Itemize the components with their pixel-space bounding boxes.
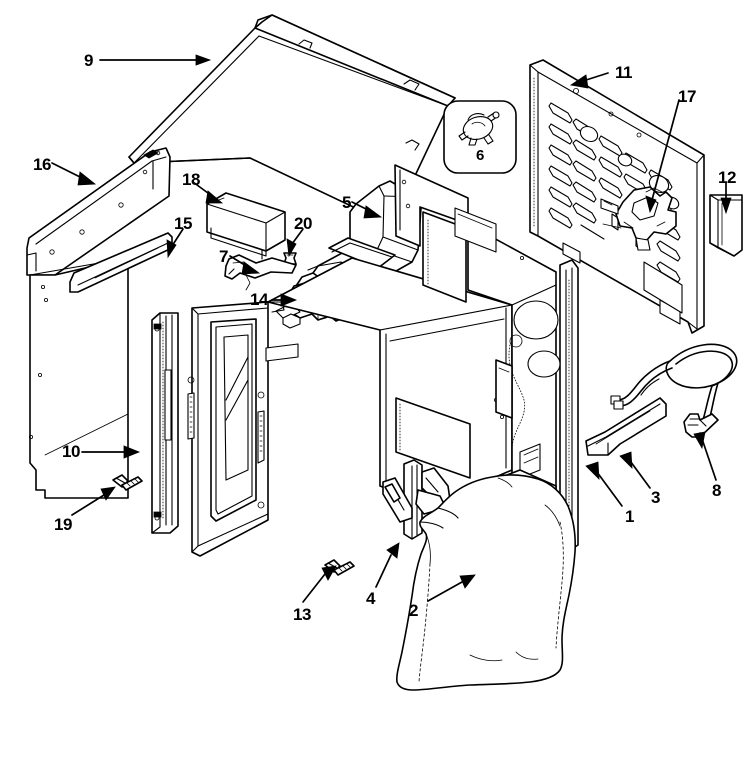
part-power-cord	[610, 343, 738, 438]
part-oven-cavity-body	[187, 164, 579, 557]
callout-label-3: 3	[651, 488, 660, 507]
callout-label-2: 2	[409, 601, 418, 620]
callout-label-20: 20	[294, 214, 312, 233]
thermostat-disc-icon	[458, 111, 500, 146]
part-push-nut-fastener	[283, 252, 297, 265]
callout-label-13: 13	[293, 605, 311, 624]
part-insulation-blanket	[396, 474, 576, 691]
callout-label-15: 15	[174, 214, 192, 233]
part-left-side-panel	[28, 257, 129, 499]
callout-label-14: 14	[250, 290, 268, 309]
callout-label-10: 10	[62, 442, 80, 461]
callout-label-7: 7	[219, 247, 228, 266]
part-screw-8-18x1-2	[112, 474, 143, 491]
part-front-trim-rail	[69, 232, 179, 534]
part-door-hinge	[382, 459, 451, 540]
inset-thermostat-box	[443, 100, 517, 174]
part-convection-fan-motor	[600, 186, 677, 251]
callout-label-1: 1	[625, 507, 634, 526]
callout-label-11: 11	[615, 63, 632, 82]
part-oven-top-panel	[128, 14, 456, 223]
callout-label-12: 12	[718, 168, 736, 187]
callout-label-4: 4	[366, 589, 375, 608]
callout-label-5: 5	[342, 193, 351, 212]
inset-label-6: 6	[476, 147, 485, 164]
callout-label-17: 17	[678, 87, 696, 106]
part-transformer-box	[206, 192, 286, 260]
callout-label-16: 16	[33, 155, 51, 174]
callout-label-9: 9	[84, 51, 93, 70]
callout-label-19: 19	[54, 515, 72, 534]
callout-label-8: 8	[712, 481, 721, 500]
callout-label-18: 18	[182, 170, 200, 189]
part-rear-panel	[529, 59, 705, 334]
leader-lines	[51, 54, 732, 603]
